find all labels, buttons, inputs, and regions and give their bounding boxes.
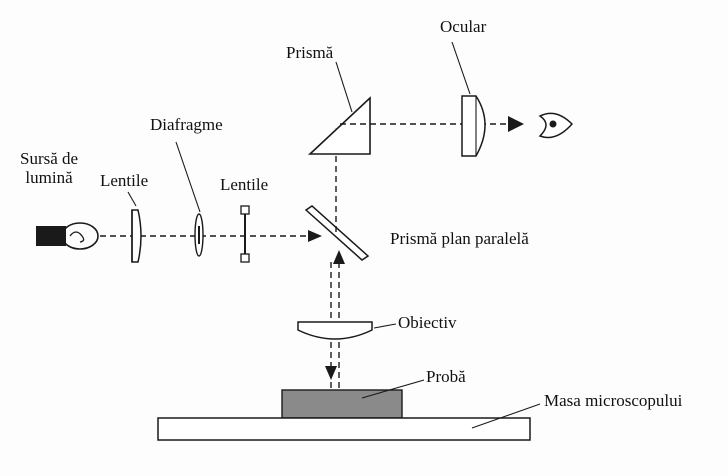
light-source-label-line1: Sursă de [20,149,79,168]
ray-return-arrow-icon [333,250,345,264]
ocular [461,95,486,157]
diaphragm-leader [175,141,201,213]
sample [281,389,403,419]
eye-icon [538,112,574,139]
ocular-label: Ocular [440,17,487,36]
stage-label: Masa microscopului [544,391,683,410]
prism-leader [335,61,353,113]
illumination-arrow-icon [308,230,322,242]
filament-icon [69,231,85,243]
plane-parallel-prism-label: Prismă plan paralelă [390,229,529,248]
bulb-icon [61,222,99,250]
ray-down-arrow-icon [325,366,337,380]
lens-1-label: Lentile [100,171,149,190]
sample-leader [361,379,425,399]
objective [297,321,373,340]
objective-leader [373,323,397,329]
lens-2 [240,205,250,263]
plane-parallel-prism [304,205,370,261]
diaphragm [194,213,204,257]
prism [307,96,371,155]
lens-1 [131,209,142,263]
microscope-stage [157,417,531,441]
prism-label: Prismă [286,43,334,62]
light-source-label-line2: lumină [25,167,73,187]
light-source [36,222,99,250]
objective-label: Obiectiv [398,313,457,332]
ray-to-eye-arrow-icon [508,116,524,132]
stage-leader [471,403,541,429]
ocular-leader [451,41,471,95]
sample-label: Probă [426,367,466,386]
lens-2-label: Lentile [220,175,269,194]
source-housing [36,226,66,246]
lens-1-leader [127,191,137,207]
diaphragm-label: Diafragme [150,115,223,134]
light-source-label: Sursă de lumină [20,149,79,187]
